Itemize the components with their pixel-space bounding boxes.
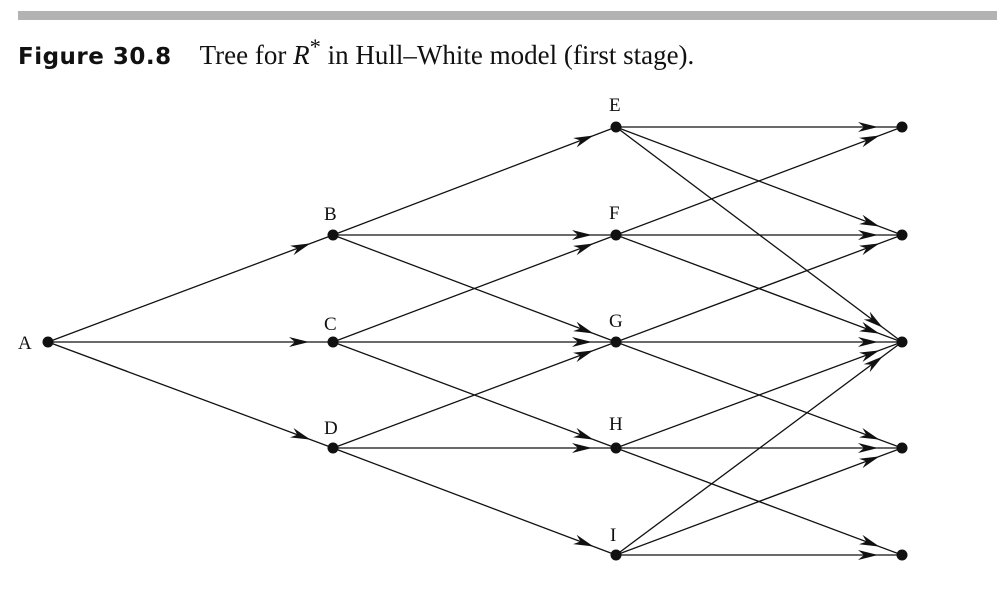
node-t4	[896, 442, 908, 454]
arrowhead	[858, 230, 878, 240]
node-label-a: A	[18, 333, 32, 354]
node-label-e: E	[609, 95, 621, 116]
node-label-f: F	[609, 203, 620, 224]
edge-D-H	[333, 443, 616, 453]
node-f	[610, 229, 622, 241]
title-var: R	[293, 40, 310, 70]
arrowhead	[859, 350, 880, 362]
arrowhead	[289, 337, 309, 347]
node-t3	[896, 336, 908, 348]
arrowhead	[572, 230, 592, 240]
node-label-b: B	[324, 204, 337, 225]
node-h	[610, 442, 622, 454]
edge-G-T2	[615, 234, 903, 343]
arrowhead	[858, 337, 878, 347]
edge-E-T1	[616, 122, 902, 132]
arrowhead	[573, 427, 594, 440]
node-t5	[896, 549, 908, 561]
arrowhead	[859, 534, 880, 547]
node-e	[610, 121, 622, 133]
edge-G-T3	[616, 337, 902, 347]
top-rule	[18, 11, 997, 20]
node-label-g: G	[609, 311, 623, 332]
node-label-c: C	[324, 314, 337, 335]
node-label-h: H	[609, 414, 623, 435]
edge-H-T3	[615, 341, 903, 449]
title-pre: Tree for	[199, 40, 294, 70]
arrowhead	[572, 337, 592, 347]
arrowhead	[573, 321, 594, 334]
edge-A-D	[47, 341, 334, 449]
arrowhead	[290, 243, 311, 256]
node-c	[327, 336, 339, 348]
edge-A-B	[47, 234, 334, 343]
arrowhead	[859, 321, 880, 334]
arrowhead	[858, 122, 878, 132]
edge-I-T3	[615, 341, 903, 556]
node-g	[610, 336, 622, 348]
figure-caption: Figure 30.8 Tree for R* in Hull–White mod…	[18, 34, 694, 70]
node-label-i: I	[610, 525, 616, 546]
arrowhead	[573, 350, 594, 363]
edge-A-C	[48, 337, 333, 347]
arrowhead	[573, 534, 594, 547]
node-t2	[896, 229, 908, 241]
edge-F-T2	[616, 230, 902, 240]
arrowhead	[572, 443, 592, 453]
arrowhead	[859, 428, 880, 440]
edge-C-F	[332, 234, 617, 343]
arrowhead	[863, 356, 883, 373]
edge-C-G	[333, 337, 616, 347]
arrowhead	[573, 243, 594, 256]
figure-label: Figure 30.8	[18, 44, 172, 70]
arrowhead	[859, 243, 880, 256]
node-label-d: D	[324, 418, 338, 439]
node-i	[610, 549, 622, 561]
node-d	[327, 442, 339, 454]
arrowhead	[859, 214, 880, 227]
node-t1	[896, 121, 908, 133]
edge-D-I	[332, 447, 617, 556]
arrowhead	[858, 443, 878, 453]
edge-I-T5	[616, 550, 902, 560]
edge-D-G	[332, 341, 617, 449]
arrowhead	[859, 456, 880, 469]
edge-I-T4	[615, 447, 903, 556]
edge-B-E	[332, 126, 617, 236]
node-b	[327, 229, 339, 241]
arrowhead	[859, 135, 880, 148]
title-sup: *	[309, 34, 321, 59]
arrowhead	[290, 427, 311, 440]
figure-title: Tree for R* in Hull–White model (first s…	[199, 34, 695, 70]
title-post: in Hull–White model (first stage).	[320, 40, 695, 70]
edge-F-T1	[615, 126, 903, 236]
arrowhead	[863, 311, 883, 328]
arrowhead	[573, 135, 594, 148]
node-a	[42, 336, 54, 348]
edge-B-F	[333, 230, 616, 240]
arrowhead	[858, 550, 878, 560]
